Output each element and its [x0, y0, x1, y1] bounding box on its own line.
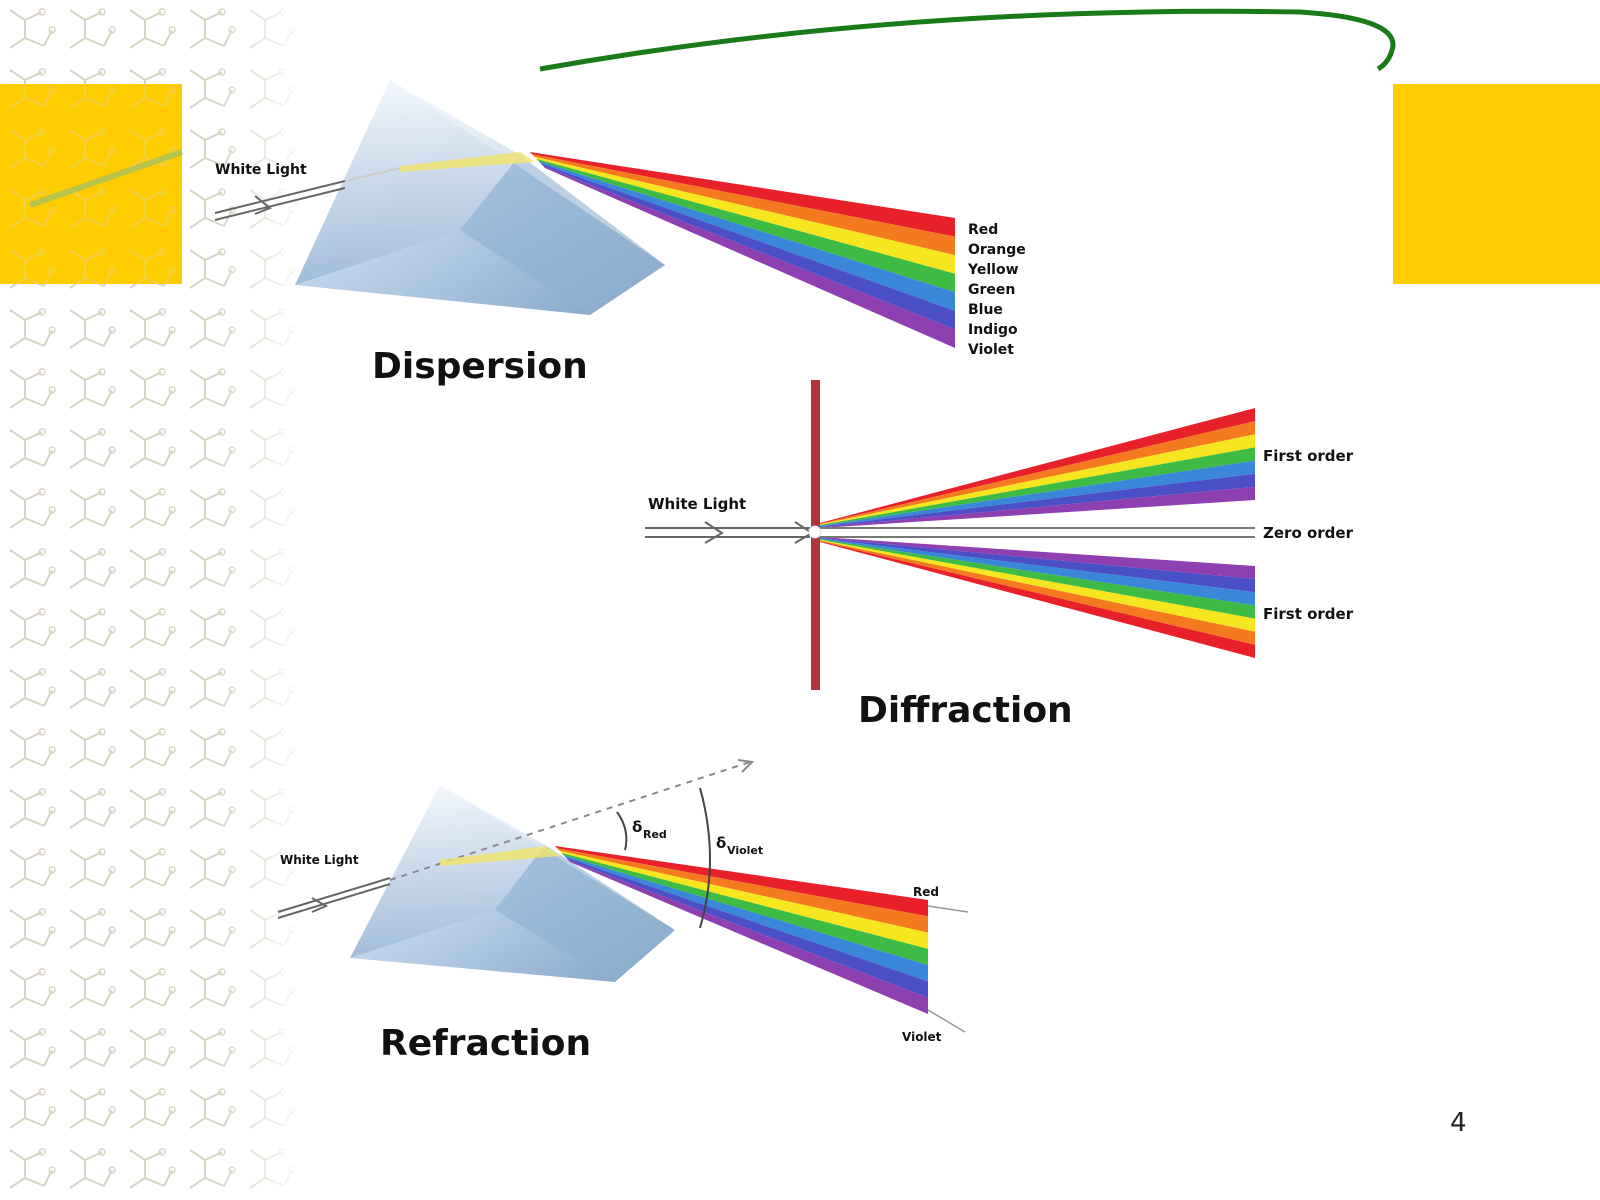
dispersion-prism-shade [460, 155, 665, 315]
refraction-spectrum-band-2 [557, 848, 928, 933]
refraction-spectrum-band-5 [563, 855, 928, 982]
refraction-prism-shade [495, 845, 675, 982]
diffraction-input-label: White Light [648, 495, 746, 513]
diffraction-first-order-upper-fan [820, 408, 1255, 528]
diffraction-lower-band-2 [820, 537, 1255, 593]
decorative-arc [539, 8, 1396, 72]
diffraction-white-light-beam [645, 521, 814, 544]
refraction-angle-red-sub: Red [643, 828, 667, 841]
diffraction-lower-band-3 [820, 538, 1255, 606]
dispersion-inner-beam [400, 152, 535, 172]
refraction-spectrum-band-7 [567, 859, 928, 1014]
diffraction-upper-band-2 [820, 421, 1255, 525]
refraction-spectrum-band-4 [561, 852, 928, 966]
refraction-angle-red-arc [616, 811, 628, 851]
dispersion-color-label-5: Blue [968, 302, 1003, 318]
dispersion-white-light-beam [214, 167, 401, 221]
diffraction-upper-band-4 [820, 447, 1255, 526]
accent-block-right [1393, 84, 1600, 284]
refraction-ray-arrow [737, 759, 755, 773]
refraction-violet-label: Violet [902, 1030, 942, 1044]
diffraction-lower-band-1 [820, 537, 1255, 580]
refraction-angle-red-symbol: δ [632, 818, 642, 836]
dispersion-color-label-7: Violet [968, 342, 1014, 358]
diffraction-title: Diffraction [858, 690, 1073, 731]
diffraction-lower-band-5 [820, 539, 1255, 632]
diffraction-lower-band-6 [820, 540, 1255, 645]
refraction-red-label: Red [913, 885, 939, 899]
diffraction-diagram: White Light First order Zero order First… [645, 380, 1354, 731]
dispersion-color-label-3: Yellow [967, 262, 1019, 278]
diffraction-upper-band-6 [820, 473, 1255, 528]
refraction-spectrum-band-6 [565, 857, 928, 998]
refraction-violet-extension [927, 1009, 966, 1033]
refraction-input-label: White Light [280, 853, 359, 867]
dispersion-spectrum-band-6 [540, 163, 955, 330]
diffraction-slit [808, 525, 822, 539]
page-number: 4 [1450, 1108, 1467, 1138]
accent-streak [29, 149, 183, 208]
refraction-prism-face [350, 785, 545, 958]
dispersion-color-label-6: Indigo [968, 322, 1018, 338]
dispersion-spectrum-band-7 [542, 165, 955, 348]
diffraction-lower-order-label: First order [1263, 605, 1354, 623]
dispersion-color-label-2: Orange [968, 242, 1026, 258]
diffraction-upper-band-3 [820, 434, 1255, 526]
diffraction-lower-band-7 [820, 541, 1255, 658]
refraction-title: Refraction [380, 1023, 591, 1064]
dispersion-spectrum-band-2 [532, 154, 955, 256]
dispersion-color-label-4: Green [968, 282, 1015, 298]
refraction-spectrum-band-1 [555, 846, 928, 917]
diffraction-lower-band-4 [820, 539, 1255, 619]
refraction-diagram: White Light δ Red δ Violet Red Violet Re… [277, 759, 969, 1064]
refraction-white-light-beam [277, 877, 391, 919]
dispersion-spectrum-band-3 [534, 156, 955, 274]
diffraction-first-order-lower-fan [820, 537, 1255, 658]
diffraction-zero-order-beam [820, 527, 1255, 538]
diffraction-upper-band-1 [820, 408, 1255, 524]
dispersion-title: Dispersion [372, 346, 588, 387]
diffraction-upper-band-5 [820, 460, 1255, 527]
diffraction-zero-order-label: Zero order [1263, 524, 1354, 542]
dispersion-spectrum-band-4 [536, 158, 955, 293]
dispersion-spectrum-fan [530, 152, 955, 348]
refraction-angle-violet-sub: Violet [727, 844, 763, 857]
refraction-spectrum-band-3 [559, 850, 928, 949]
diffraction-upper-band-7 [820, 486, 1255, 528]
dispersion-input-label: White Light [215, 162, 307, 178]
refraction-spectrum-fan [555, 846, 928, 1014]
refraction-red-extension [927, 905, 969, 913]
dispersion-prism-face [295, 80, 520, 285]
dispersion-spectrum-band-1 [530, 152, 955, 237]
dispersion-color-label-1: Red [968, 222, 998, 238]
refraction-angle-violet-symbol: δ [716, 834, 726, 852]
dispersion-spectrum-band-5 [538, 161, 955, 311]
refraction-angle-violet-arc [699, 787, 711, 929]
diffraction-upper-order-label: First order [1263, 447, 1354, 465]
dispersion-diagram: White Light RedOrangeYellowGreenBlueIndi… [214, 80, 1026, 387]
refraction-inner-beam [440, 846, 560, 866]
